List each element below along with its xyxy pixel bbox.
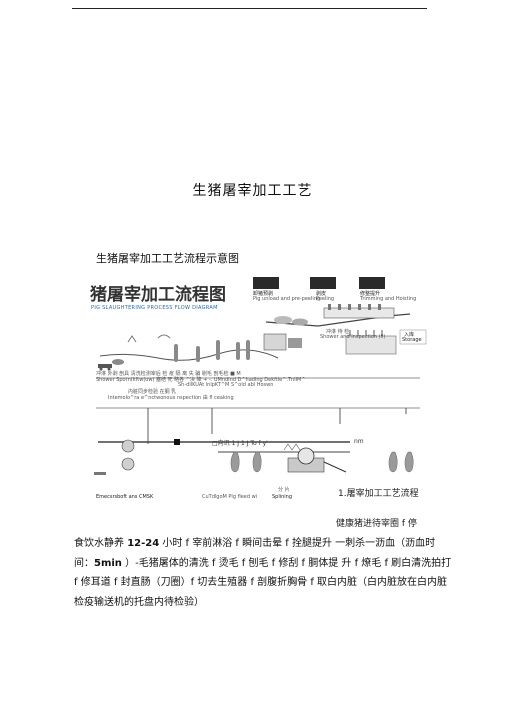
label-splining-en: Splining	[272, 494, 293, 500]
diagram-artwork	[94, 277, 427, 475]
label-storage-zh: 入库	[404, 332, 415, 338]
label-bottom-mid: CuTdlgoM Plg fleed wi	[202, 494, 258, 500]
label-unload-zh: 卸猪预剥	[253, 291, 274, 297]
nm-label: nm	[354, 438, 364, 445]
diagram-heading: 猪屠宰加工流程图	[90, 285, 226, 305]
paragraph-line-4: 检疫输送机的托盘内待检验）	[74, 596, 204, 608]
station-box-1	[253, 277, 279, 289]
label-storage-en: Storage	[402, 337, 422, 343]
row-labels-en-2: Sh-dllKUAt lnlpKT^M S^old abl Hoswn	[178, 382, 274, 388]
row-labels-en-3: Intemolo^ra e^nctwonous nspection 由 fl c…	[108, 395, 234, 401]
lower-mid-label: □向讯 1 J 1 J To f y'	[212, 440, 268, 447]
row-labels-zh: 冲淋 外剥 剖具 清洗检测宰后 检 疫 隔 离 失 骗 剔毛 剖毛检 ■ M	[96, 371, 241, 377]
document-title: 生猪屠宰加工工艺	[192, 183, 313, 199]
station-box-2	[310, 277, 336, 289]
caption-right: 1.屠宰加工工艺流程	[338, 489, 419, 499]
label-shower-zh: 冲淋 待 检	[326, 329, 350, 335]
row-labels-zh-2: 内脏同步检验 在胴 乳	[128, 389, 177, 395]
caption-right-2: 健康猪进待宰圈 f 停	[336, 519, 417, 529]
label-trimming-en: Trimming and Hoisting	[360, 296, 417, 302]
label-unload-en: Pig unload and pre-peeling	[253, 296, 321, 302]
label-trimming-zh: 修整提升	[360, 291, 381, 297]
label-bottom-left: Emecsrsboft ans CMSK	[96, 494, 154, 500]
diagram-caption: 生猪屠宰加工工艺流程示意图	[96, 252, 239, 265]
diagram-heading-en: PIG SLAUGHTERING PROCESS FLOW DIAGRAM	[91, 305, 218, 311]
label-peeling-en: Peeling	[316, 296, 335, 302]
label-splining-zh: 分 片	[278, 487, 290, 493]
paragraph-line-3: f 修耳道 f 封直肠（刀圈）f 切去生殖器 f 剖腹折胸骨 f 取白内脏（白内…	[74, 577, 448, 589]
header-rule	[72, 8, 427, 9]
paragraph-line-1: 食饮水静养 12-24 小时 f 宰前淋浴 f 瞬间击晕 f 拴腿提升 一刺杀一…	[74, 538, 436, 549]
row-labels-en: Shower Sporn(kftw(ow) 塞结 死 略各 ^决 降 + -. …	[96, 377, 306, 383]
process-paragraph: 食饮水静养 12-24 小时 f 宰前淋浴 f 瞬间击晕 f 拴腿提升 一刺杀一…	[74, 534, 452, 612]
paragraph-line-2: 间：5min ）-毛猪屠体的清洗 f 烫毛 f 刨毛 f 修刮 f 胴体提 升 …	[74, 557, 452, 569]
process-flow-diagram: 猪屠宰加工流程图 PIG SLAUGHTERING PROCESS FLOW D…	[88, 274, 428, 506]
station-box-3	[359, 277, 385, 289]
label-peeling-zh: 剥皮	[316, 291, 327, 297]
label-shower-en: Shower and Inspection (ii)	[320, 334, 386, 340]
